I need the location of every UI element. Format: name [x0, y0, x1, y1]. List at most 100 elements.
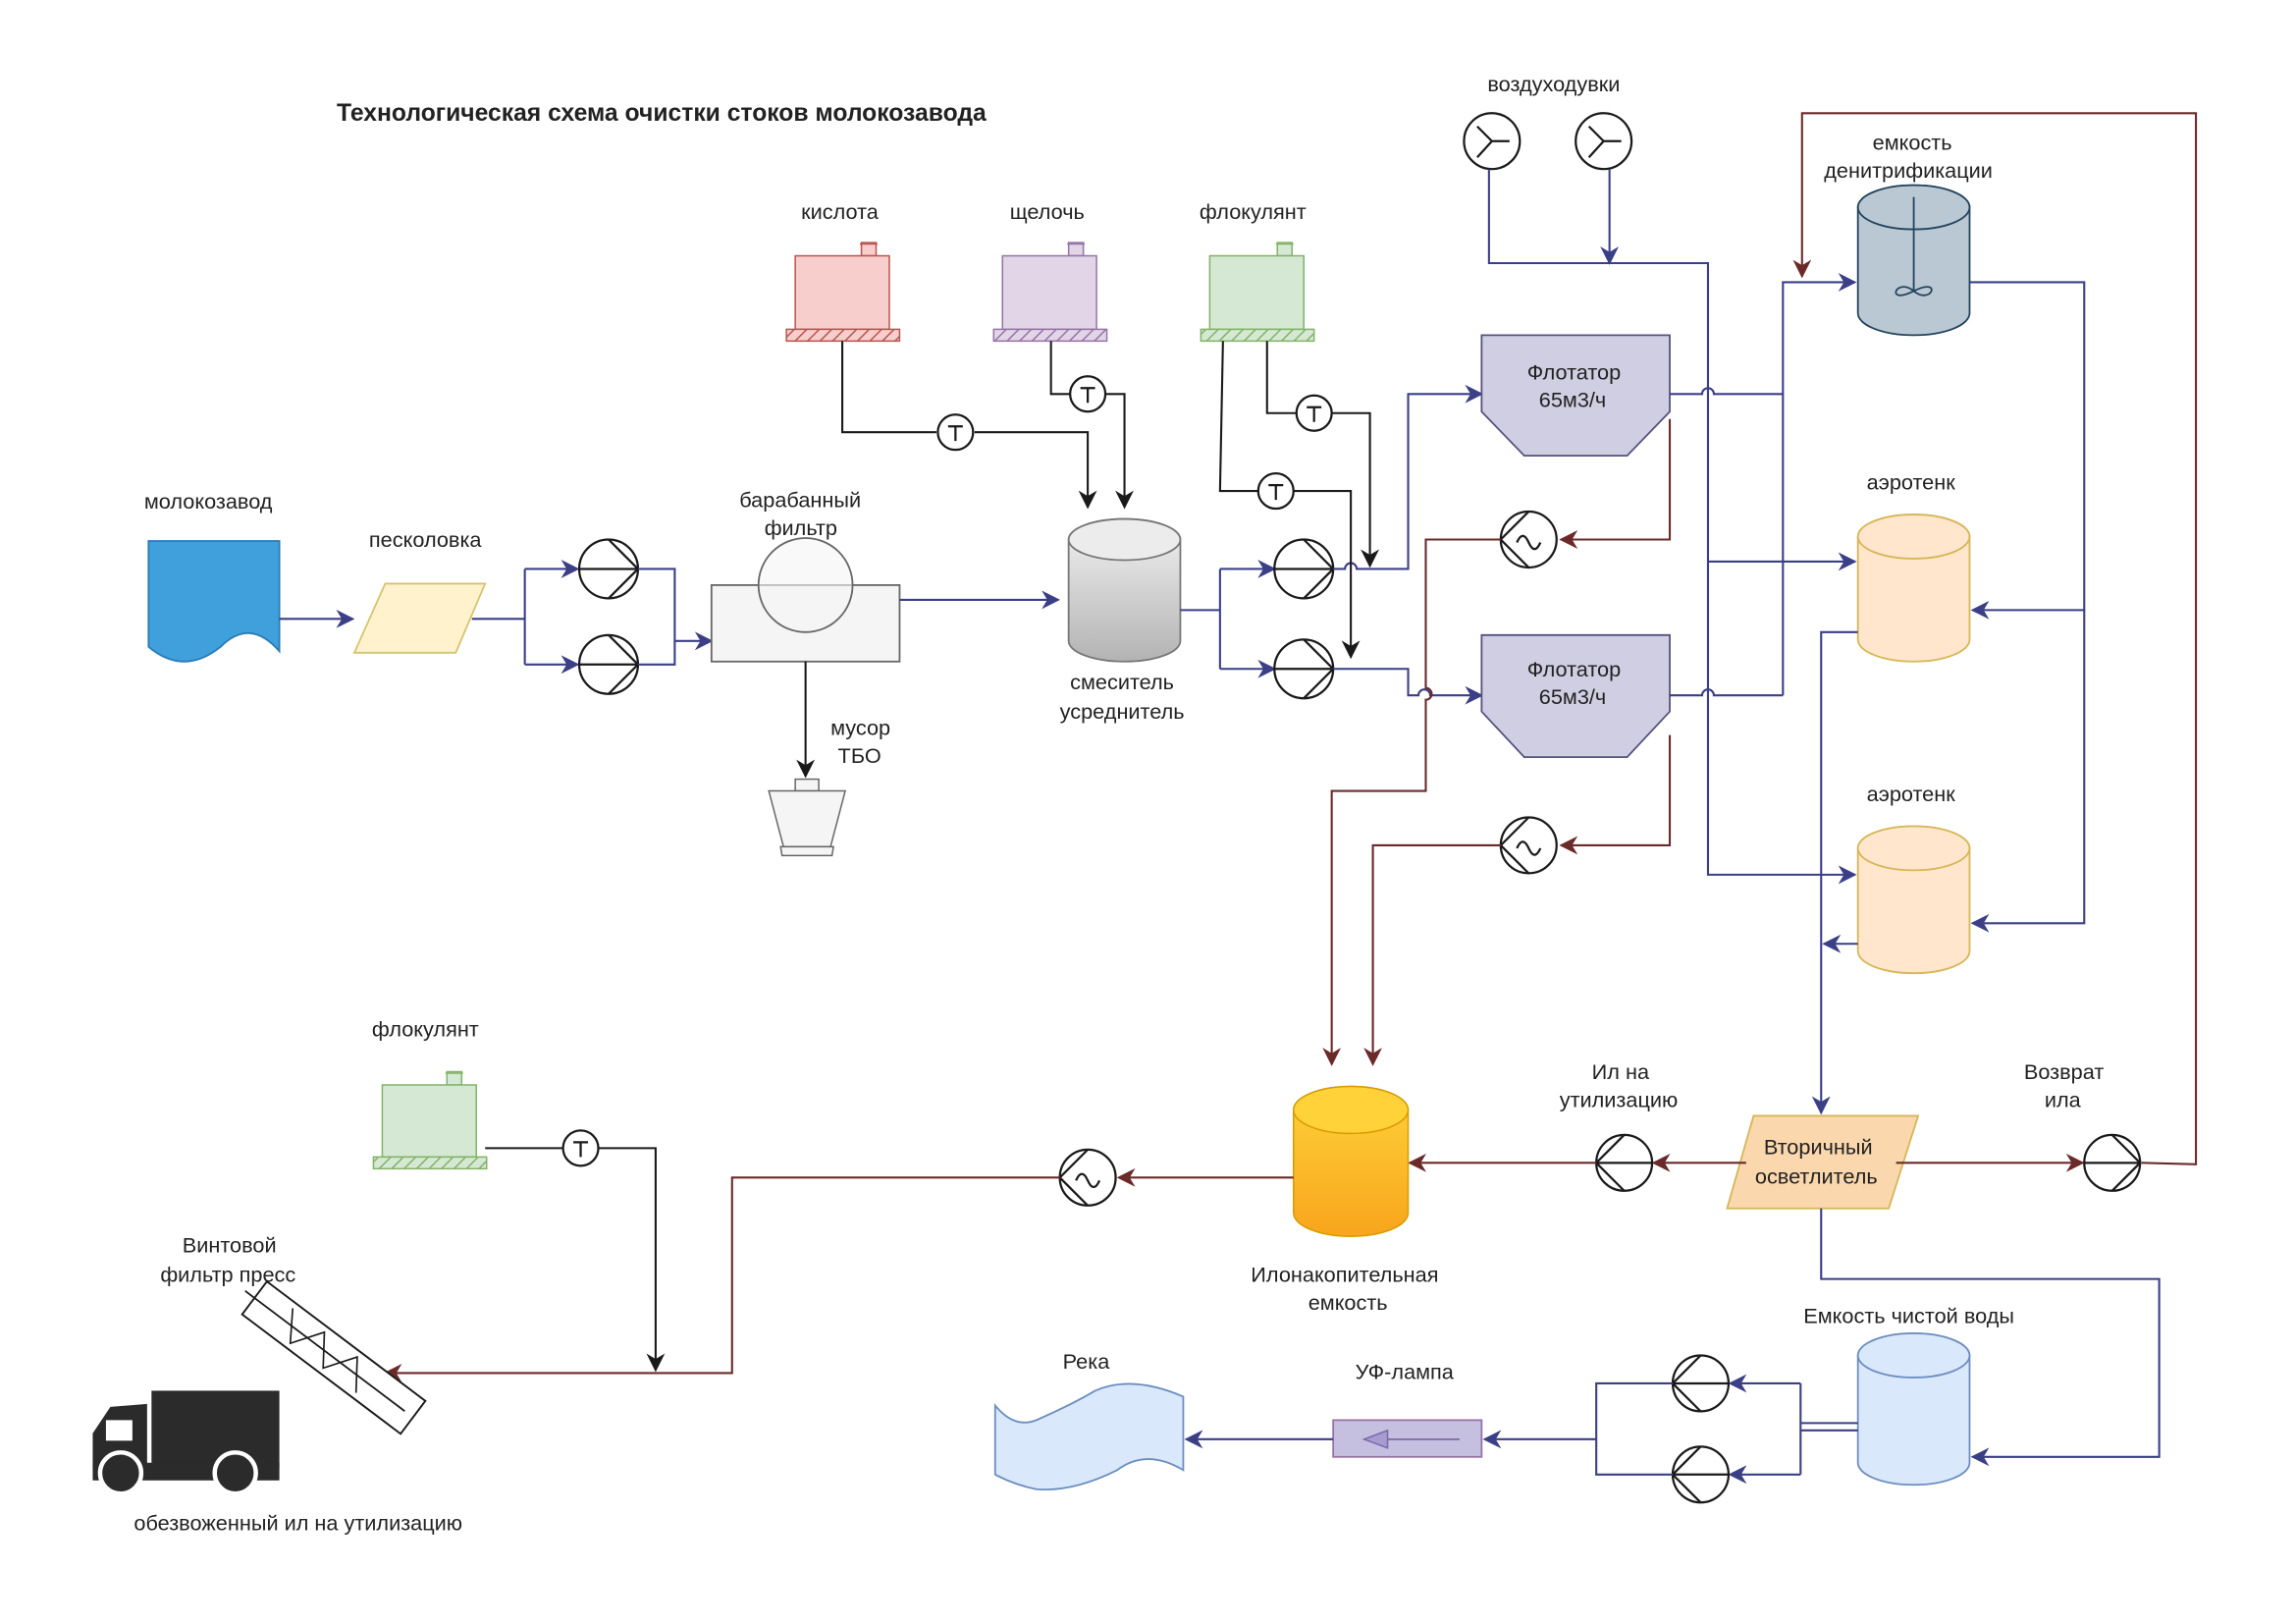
line-to-flotator-2 [1333, 668, 1484, 705]
line-flotator-1-sludge [1559, 418, 1672, 549]
acid-label: кислота [801, 199, 880, 224]
pump-icon[interactable] [577, 538, 640, 600]
uv-lamp[interactable] [1332, 1419, 1483, 1458]
dosing-pump-icon[interactable] [561, 1129, 600, 1167]
mixer-label-2: усреднитель [1060, 699, 1185, 724]
screw-press-label-2: фильтр пресс [160, 1263, 295, 1287]
mixer-label-1: смеситель [1070, 670, 1174, 694]
dairy-source-shape[interactable] [147, 540, 281, 663]
line-to-flotator-1 [1333, 384, 1484, 570]
line-acid [841, 341, 936, 434]
line-alkali [1049, 341, 1071, 396]
sludge-return-label-2: ила [2045, 1087, 2082, 1111]
acid-tank[interactable] [785, 242, 901, 343]
dosing-pump-icon[interactable] [1295, 394, 1333, 432]
line-flotator-2-sludge [1559, 734, 1672, 855]
secondary-clarifier[interactable] [1726, 1114, 1920, 1210]
line-aerotanks-to-clarifier [1811, 630, 1858, 1115]
aerotank-1[interactable] [1856, 514, 1971, 663]
flotator-1[interactable] [1480, 334, 1671, 458]
river-label: Река [1063, 1349, 1111, 1374]
sludge-pump-icon[interactable] [1499, 510, 1558, 569]
sand-trap-label: песколовка [369, 527, 482, 552]
flocculant-top-label: флокулянт [1200, 199, 1307, 224]
line-alkali-to-mixer [1105, 393, 1134, 510]
alkali-label: щелочь [1010, 199, 1085, 224]
line-denitrification-to-aerotank-2 [1970, 610, 2086, 933]
secondary-clarifier-label-1: Вторичный [1764, 1134, 1873, 1159]
disposal-pump-icon[interactable] [1594, 1133, 1654, 1192]
line-pumps-merge [637, 568, 676, 666]
aerotank-2-label: аэротенк [1867, 782, 1956, 806]
line-flocculant-1 [1265, 341, 1297, 414]
sludge-accumulation-tank[interactable] [1292, 1085, 1410, 1237]
denitrification-tank[interactable] [1856, 184, 1971, 337]
uv-lamp-label: УФ-лампа [1356, 1359, 1455, 1383]
screw-press-label-1: Винтовой [183, 1233, 277, 1258]
alkali-tank[interactable] [992, 242, 1108, 343]
sludge-pump-icon[interactable] [1058, 1148, 1117, 1207]
pump-icon[interactable] [577, 633, 640, 695]
sludge-tank-label-1: Илонакопительная [1251, 1263, 1438, 1287]
dosing-pump-icon[interactable] [1069, 375, 1107, 413]
pump-icon[interactable] [1273, 538, 1335, 600]
flotator-2-label-1: Флотатор [1527, 657, 1621, 681]
waste-bin-icon [768, 778, 847, 857]
line-air-main [1487, 169, 1857, 885]
flocculant-tank-top[interactable] [1200, 242, 1315, 343]
denitrification-label-2: денитрификации [1824, 158, 1993, 183]
truck-icon [92, 1390, 280, 1496]
line-acid-to-mixer [974, 431, 1097, 510]
sand-trap[interactable] [352, 582, 487, 654]
flocculant-bottom-label: флокулянт [372, 1017, 479, 1042]
dewatered-sludge-label: обезвоженный ил на утилизацию [133, 1511, 462, 1536]
flotator-2[interactable] [1480, 633, 1671, 758]
line-pumps-merge-2 [1595, 1381, 1674, 1476]
clean-water-tank-label: Емкость чистой воды [1803, 1304, 2014, 1328]
flotator-2-label-2: 65м3/ч [1539, 684, 1606, 709]
mixer-tank[interactable] [1067, 517, 1182, 663]
sludge-pump-icon[interactable] [1499, 816, 1558, 875]
line-denitrification-to-aerotank-1 [1969, 281, 2086, 620]
denitrification-label-1: емкость [1873, 131, 1952, 155]
line-flocculant-to-flotator-2 [1293, 490, 1361, 660]
line-sludge-to-tank-2 [1363, 843, 1501, 1066]
line-to-screw-press [383, 1176, 1060, 1382]
drum-filter[interactable] [710, 537, 901, 663]
line-flocculant-2 [1218, 341, 1258, 493]
blower-icon[interactable] [1463, 112, 1522, 171]
drum-filter-label-2: фильтр [765, 515, 837, 540]
flotator-1-label-2: 65м3/ч [1539, 388, 1606, 412]
line-sludge-to-tank-1 [1322, 538, 1501, 1066]
flotator-1-label-1: Флотатор [1527, 359, 1621, 384]
line-flocculant-to-flotator-1 [1331, 411, 1380, 568]
blower-icon[interactable] [1575, 112, 1633, 171]
secondary-clarifier-label-2: осветлитель [1755, 1163, 1878, 1188]
blowers-label: воздуходувки [1487, 72, 1620, 96]
line-flotator-1-out [1670, 387, 1785, 696]
sludge-tank-label-2: емкость [1308, 1290, 1388, 1315]
line-flocculant-to-press [598, 1147, 666, 1373]
pump-icon[interactable] [1671, 1354, 1731, 1413]
pump-icon[interactable] [1273, 638, 1335, 700]
sludge-return-label-1: Возврат [2024, 1059, 2104, 1084]
drum-filter-label-1: барабанный [739, 488, 861, 513]
aerotank-1-label: аэротенк [1867, 470, 1956, 495]
line-sludge-return [1792, 112, 2198, 1165]
line-to-denitrification [1782, 273, 1857, 395]
dairy-label: молокозавод [144, 489, 273, 514]
screw-press[interactable] [233, 1274, 427, 1435]
clean-water-tank[interactable] [1856, 1332, 1971, 1487]
waste-label-2: ТБО [838, 743, 881, 768]
dosing-pump-icon[interactable] [936, 413, 975, 452]
diagram-title: Технологическая схема очистки стоков мол… [337, 100, 987, 127]
flocculant-tank-bottom[interactable] [372, 1070, 488, 1170]
aerotank-2[interactable] [1856, 825, 1971, 975]
sludge-disposal-label-1: Ил на [1592, 1059, 1650, 1084]
waste-label-1: мусор [830, 716, 890, 740]
dosing-pump-icon[interactable] [1256, 472, 1295, 511]
pump-icon[interactable] [1671, 1445, 1731, 1504]
river-shape [993, 1382, 1185, 1490]
return-pump-icon[interactable] [2083, 1133, 2142, 1192]
